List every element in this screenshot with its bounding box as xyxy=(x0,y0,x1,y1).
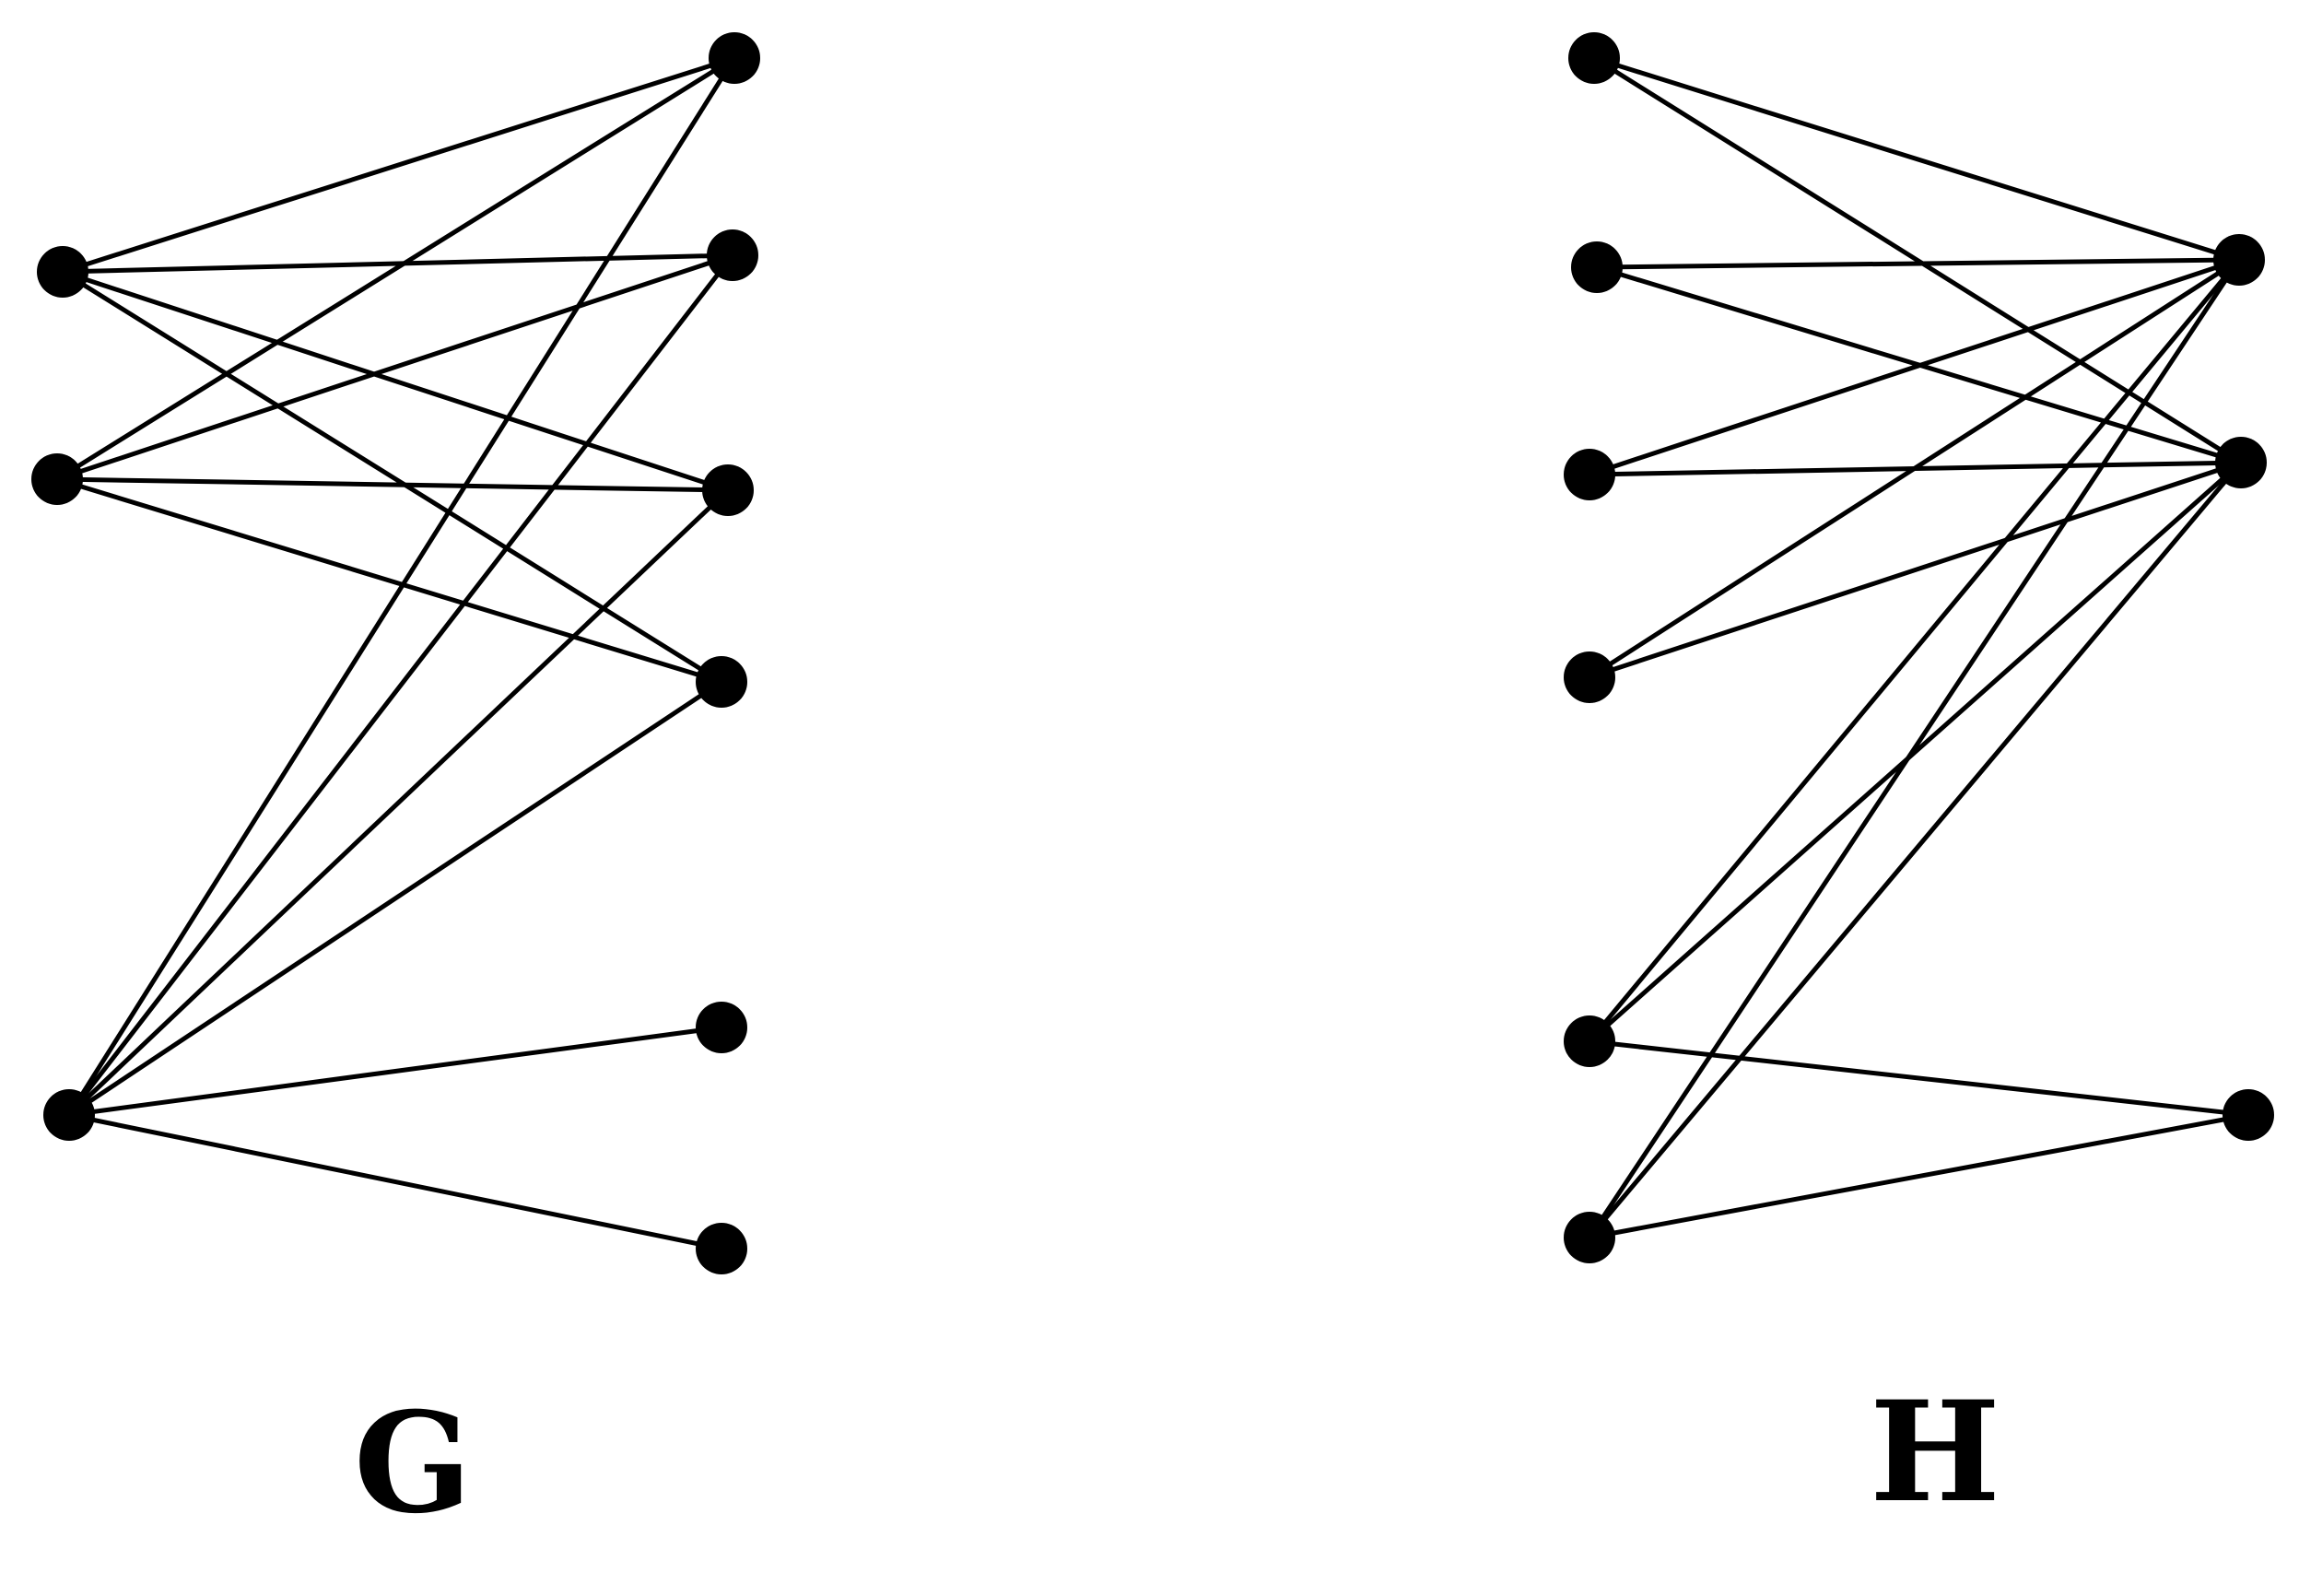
graph-h-node-left-1 xyxy=(1571,241,1623,293)
graph-g-edge-l1-r0 xyxy=(55,55,736,482)
graph-g-edge-l0-r1 xyxy=(62,252,733,275)
graph-g-edge-l2-r0 xyxy=(66,56,737,1117)
graph-g-node-right-3 xyxy=(696,656,747,708)
graph-g-edge-l0-r0 xyxy=(62,55,735,275)
graph-g-edge-l2-r4 xyxy=(68,1025,722,1118)
graph-g-edge-l1-r2 xyxy=(56,476,729,493)
graph-h-edge-l4-r2 xyxy=(1589,1039,2249,1118)
graph-g-edge-l0-r3 xyxy=(61,269,723,685)
graph-g-node-right-2 xyxy=(702,464,754,516)
graph-h-node-left-0 xyxy=(1568,32,1620,84)
graph-g-node-right-5 xyxy=(696,1223,747,1274)
graph-g-node-right-4 xyxy=(696,1002,747,1053)
graph-h-edge-l5-r2 xyxy=(1589,1112,2249,1240)
graph-h-edge-l3-r1 xyxy=(1589,460,2242,680)
graph-h-edges xyxy=(1587,55,2249,1240)
graph-h-edge-l0-r1 xyxy=(1592,55,2243,465)
graph-g-node-left-0 xyxy=(37,246,88,298)
graph-g: G xyxy=(31,32,760,1544)
graph-g-node-right-1 xyxy=(707,229,758,281)
graph-h-node-left-3 xyxy=(1564,651,1615,703)
graph-h-node-left-4 xyxy=(1564,1015,1615,1067)
graph-g-edge-l0-r2 xyxy=(62,269,729,493)
graph-h-node-right-0 xyxy=(2213,234,2265,286)
graph-g-edge-l2-r5 xyxy=(68,1112,722,1251)
graph-g-node-left-2 xyxy=(43,1089,95,1141)
graph-h-edge-l3-r0 xyxy=(1588,257,2241,680)
graph-g-edge-l2-r3 xyxy=(67,679,723,1118)
graph-g-edge-l1-r3 xyxy=(56,476,722,685)
graph-h-edge-l0-r0 xyxy=(1593,55,2240,263)
graph-g-node-left-1 xyxy=(31,453,83,505)
graph-h-edge-l5-r1 xyxy=(1588,461,2243,1239)
graph-h-node-right-2 xyxy=(2223,1089,2274,1141)
graph-h: H xyxy=(1564,32,2274,1533)
graph-h-node-left-2 xyxy=(1564,449,1615,500)
graph-h-edge-l2-r0 xyxy=(1589,257,2240,477)
graph-g-node-right-0 xyxy=(709,32,760,84)
graph-g-edge-l1-r1 xyxy=(56,252,733,482)
graph-g-edge-l2-r2 xyxy=(67,488,730,1117)
graph-h-label: H xyxy=(1870,1371,2000,1533)
graph-h-node-left-5 xyxy=(1564,1212,1615,1263)
graph-g-edges xyxy=(55,55,737,1251)
graph-h-edge-l5-r0 xyxy=(1587,258,2242,1239)
graph-h-node-right-1 xyxy=(2215,437,2267,488)
graph-h-edge-l4-r0 xyxy=(1588,258,2241,1043)
graph-h-nodes xyxy=(1564,32,2274,1263)
graph-g-nodes xyxy=(31,32,760,1274)
graph-g-edge-l2-r1 xyxy=(67,253,734,1117)
graph-h-edge-l1-r0 xyxy=(1596,257,2240,270)
graph-h-edge-l4-r1 xyxy=(1588,461,2243,1043)
graph-g-label: G xyxy=(354,1382,472,1544)
